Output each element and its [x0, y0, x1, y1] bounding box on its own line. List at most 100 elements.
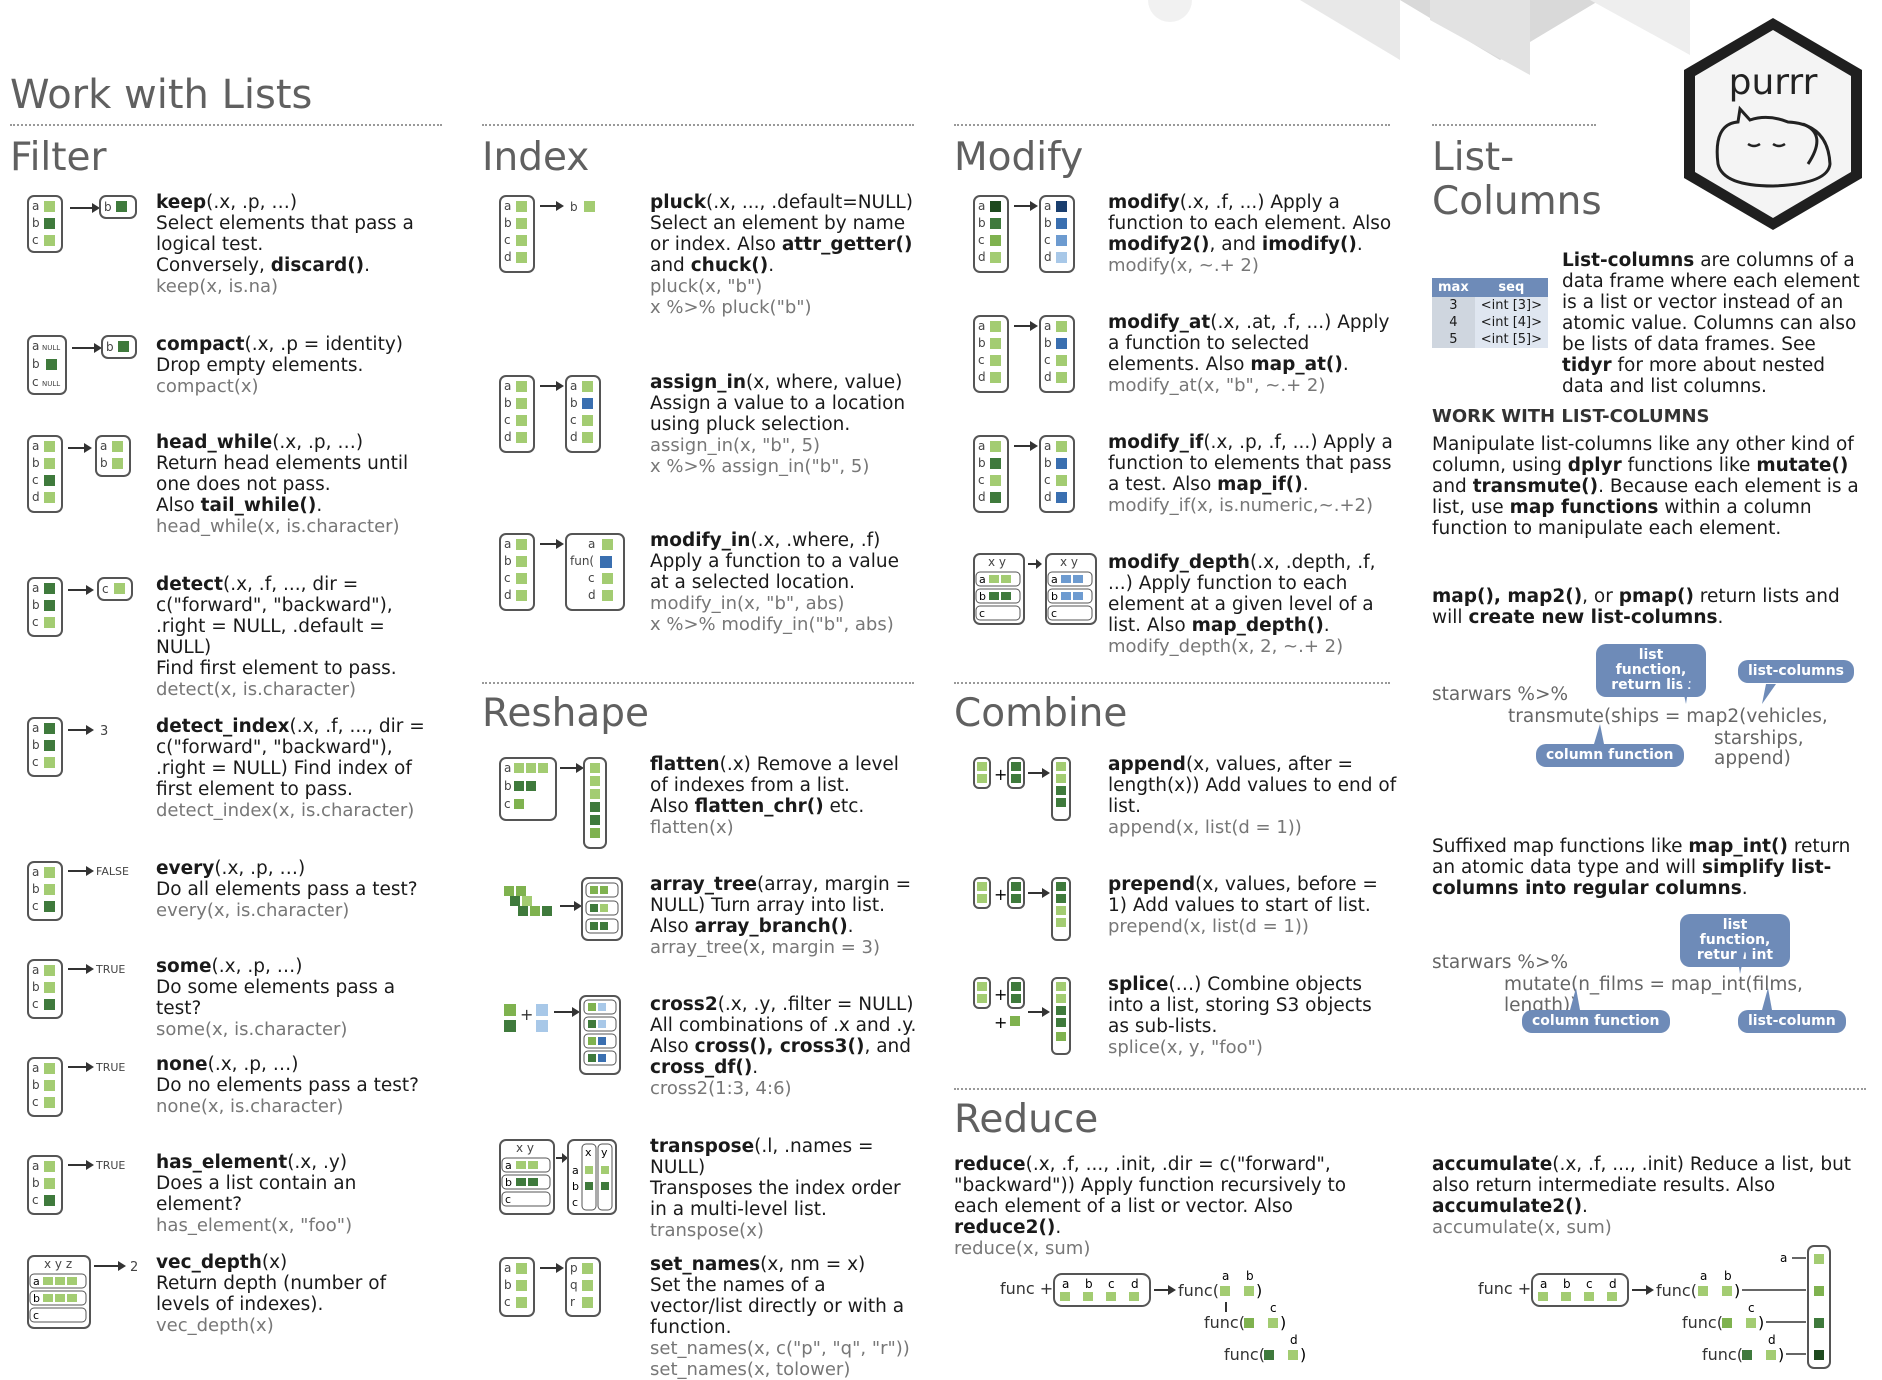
map-functions-text: map(), map2(), or pmap() return lists an… — [1432, 586, 1840, 628]
svg-text:): ) — [1778, 1345, 1784, 1364]
svg-text:b: b — [32, 357, 40, 371]
svg-text:a: a — [32, 1061, 39, 1075]
svg-text:a: a — [1051, 573, 1058, 586]
set-names-diagram: a b c p q r — [499, 1257, 601, 1317]
suffixed-map-text: Suffixed map functions like map_int() re… — [1432, 836, 1851, 899]
svg-text:+: + — [994, 985, 1007, 1004]
svg-text:a: a — [572, 1164, 579, 1177]
some-entry: some(.x, .p, …) Do some elements pass a … — [156, 956, 396, 1040]
append-entry: append(x, values, after = length(x)) Add… — [1108, 754, 1397, 838]
keep-diagram: a b c b — [27, 195, 137, 253]
svg-text:b: b — [1051, 590, 1058, 603]
svg-text:x: x — [585, 1146, 592, 1159]
modify-if-diagram: a b c d a b c d — [973, 435, 1075, 513]
svg-text:b: b — [505, 1176, 512, 1189]
svg-text:): ) — [1734, 1281, 1740, 1300]
svg-text:c: c — [570, 413, 577, 427]
svg-text:a: a — [32, 865, 39, 879]
svg-text:a: a — [100, 439, 107, 453]
svg-text:): ) — [1280, 1313, 1286, 1332]
prepend-entry: prepend(x, values, before = 1) Add value… — [1108, 874, 1378, 937]
svg-text:c: c — [978, 473, 985, 487]
svg-text:a: a — [32, 199, 39, 213]
head-while-entry: head_while(.x, .p, …) Return head elemen… — [156, 432, 409, 537]
modify-heading: Modify — [954, 135, 1084, 180]
svg-text:d: d — [1768, 1333, 1776, 1347]
logo-text: purrr — [1729, 62, 1818, 103]
flatten-diagram: a b c — [499, 757, 607, 849]
svg-text:a: a — [1044, 319, 1051, 333]
list-columns-heading: List-Columns — [1432, 135, 1602, 224]
svg-text:a: a — [1044, 439, 1051, 453]
svg-text:q: q — [570, 1278, 578, 1292]
code1-line2: transmute(ships = map2(vehicles, — [1508, 706, 1828, 727]
svg-text:a: a — [504, 761, 511, 775]
svg-text:a: a — [32, 581, 39, 595]
svg-text:c: c — [32, 375, 39, 389]
svg-text:b: b — [572, 1180, 579, 1193]
svg-text:d: d — [504, 588, 512, 602]
svg-text:a: a — [1540, 1277, 1547, 1291]
has-element-diagram: a b c TRUE — [27, 1155, 125, 1215]
svg-text:c: c — [32, 615, 39, 629]
svg-text:b: b — [1085, 1277, 1093, 1291]
append-diagram: + — [973, 757, 1071, 821]
svg-text:c: c — [505, 1193, 511, 1206]
svg-text:c: c — [1586, 1277, 1593, 1291]
every-entry: every(.x, .p, …) Do all elements pass a … — [156, 858, 418, 921]
modify-entry: modify(.x, .f, ...) Apply a function to … — [1108, 192, 1392, 276]
none-entry: none(.x, .p, …) Do no elements pass a te… — [156, 1054, 419, 1117]
modify-at-entry: modify_at(.x, .at, .f, ...) Apply a func… — [1108, 312, 1390, 396]
svg-text:b: b — [32, 1176, 40, 1190]
svg-text:b: b — [33, 1292, 40, 1305]
svg-text:b: b — [32, 738, 40, 752]
pluck-diagram: a b c d b — [499, 195, 595, 273]
svg-text:c: c — [1270, 1301, 1277, 1315]
svg-text:a: a — [32, 1159, 39, 1173]
svg-text:b: b — [1044, 216, 1052, 230]
svg-text:b: b — [1044, 456, 1052, 470]
code1-line3: starships, — [1714, 728, 1804, 749]
svg-text:d: d — [1290, 1333, 1298, 1347]
svg-text:c: c — [32, 473, 39, 487]
detect-index-diagram: a b c 3 — [27, 717, 108, 777]
svg-text:c: c — [32, 899, 39, 913]
svg-text:b: b — [1246, 1269, 1254, 1283]
svg-text:b: b — [978, 336, 986, 350]
svg-text:a: a — [978, 439, 985, 453]
code2-line1: starwars %>% — [1432, 952, 1569, 973]
vec-depth-output: 2 — [130, 1260, 138, 1275]
pluck-entry: pluck(.x, ..., .default=NULL) Select an … — [650, 192, 913, 318]
svg-text:c: c — [504, 413, 511, 427]
transpose-header: x y — [516, 1141, 534, 1155]
svg-text:d: d — [32, 490, 40, 504]
combine-heading: Combine — [954, 691, 1128, 736]
svg-text:a: a — [32, 721, 39, 735]
svg-text:d: d — [570, 430, 578, 444]
svg-text:b: b — [32, 980, 40, 994]
svg-text:func(: func( — [1702, 1345, 1743, 1364]
modify-in-fun-label: fun( — [570, 554, 594, 568]
svg-text:c: c — [1748, 1301, 1755, 1315]
svg-text:b: b — [32, 1078, 40, 1092]
svg-text:c: c — [1044, 353, 1051, 367]
svg-text:a: a — [504, 1261, 511, 1275]
array-tree-entry: array_tree(array, margin = NULL) Turn ar… — [650, 874, 912, 958]
svg-text:a: a — [1700, 1269, 1707, 1283]
svg-text:+: + — [994, 765, 1007, 784]
svg-text:): ) — [1300, 1345, 1306, 1364]
svg-text:a: a — [32, 963, 39, 977]
detect-index-output: 3 — [100, 724, 108, 739]
reduce-diagram: func + a b c d func( a b) func( c) func(… — [1000, 1269, 1306, 1364]
svg-text:b: b — [100, 456, 108, 470]
svg-text:func(: func( — [1656, 1281, 1697, 1300]
svg-text:a: a — [588, 537, 595, 551]
svg-text:c: c — [32, 755, 39, 769]
svg-text:b: b — [504, 779, 512, 793]
splice-entry: splice(…) Combine objects into a list, s… — [1108, 974, 1372, 1058]
some-diagram: a b c TRUE — [27, 959, 125, 1019]
svg-text:a: a — [504, 199, 511, 213]
detect-entry: detect(.x, .f, ..., dir = c("forward", "… — [156, 574, 397, 700]
svg-text:func(: func( — [1178, 1281, 1219, 1300]
